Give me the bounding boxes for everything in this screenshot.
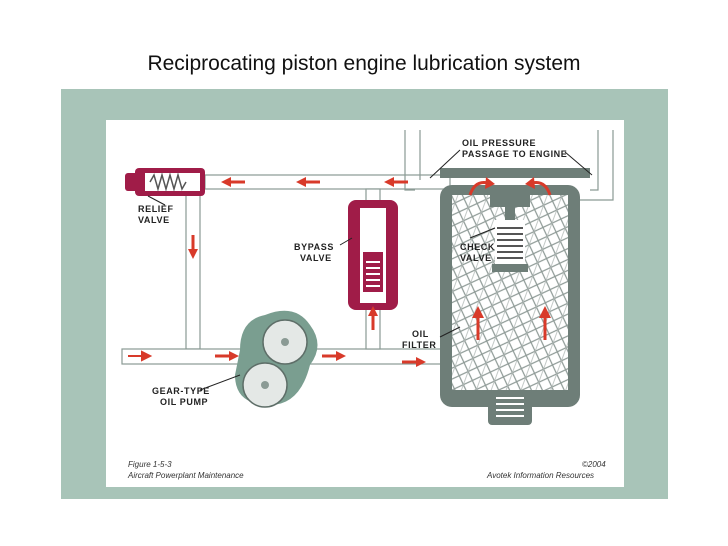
oil-filter-label-2: FILTER: [402, 340, 436, 350]
flow-arrow: [472, 306, 484, 318]
flow-arrow: [221, 177, 231, 187]
figure-source: Aircraft Powerplant Maintenance: [127, 471, 244, 480]
oil-filter-label-1: OIL: [412, 329, 429, 339]
bypass-valve: [348, 200, 398, 310]
oil-filter: [440, 168, 590, 425]
bypass-valve-label-2: VALVE: [300, 253, 332, 263]
oil-pressure-label-1: OIL PRESSURE: [462, 138, 536, 148]
flow-arrow: [384, 177, 394, 187]
flow-arrow: [229, 351, 239, 361]
engine-outlet-right: [590, 130, 599, 191]
flow-arrow: [368, 306, 378, 316]
flow-arrow: [485, 177, 495, 189]
engine-outlet-left: [404, 130, 415, 191]
flow-arrow: [336, 351, 346, 361]
flow-arrow: [188, 249, 198, 259]
pump-label-1: GEAR-TYPE: [152, 386, 210, 396]
left-passage: [185, 188, 201, 350]
flow-arrow: [416, 357, 426, 367]
flow-arrow: [539, 306, 551, 318]
slide-title: Reciprocating piston engine lubrication …: [147, 52, 581, 75]
leader-lines: [147, 149, 593, 391]
pump-label-2: OIL PUMP: [160, 397, 208, 407]
flow-arrow: [525, 177, 535, 189]
check-valve-label-2: VALVE: [460, 253, 492, 263]
flow-arrow: [128, 350, 153, 362]
flow-arrows: [128, 177, 552, 367]
copyright-year: ©2004: [582, 460, 606, 469]
relief-valve-label-1: RELIEF: [138, 204, 174, 214]
flow-arrow: [296, 177, 306, 187]
check-valve-label-1: CHECK: [460, 242, 495, 252]
oil-pressure-label-2: PASSAGE TO ENGINE: [462, 149, 567, 159]
gear-oil-pump: [235, 310, 318, 408]
bypass-valve-label-1: BYPASS: [294, 242, 334, 252]
figure-number: Figure 1-5-3: [128, 460, 172, 469]
publisher: Avotek Information Resources: [486, 471, 594, 480]
relief-valve-label-2: VALVE: [138, 215, 170, 225]
relief-valve: [125, 168, 205, 196]
